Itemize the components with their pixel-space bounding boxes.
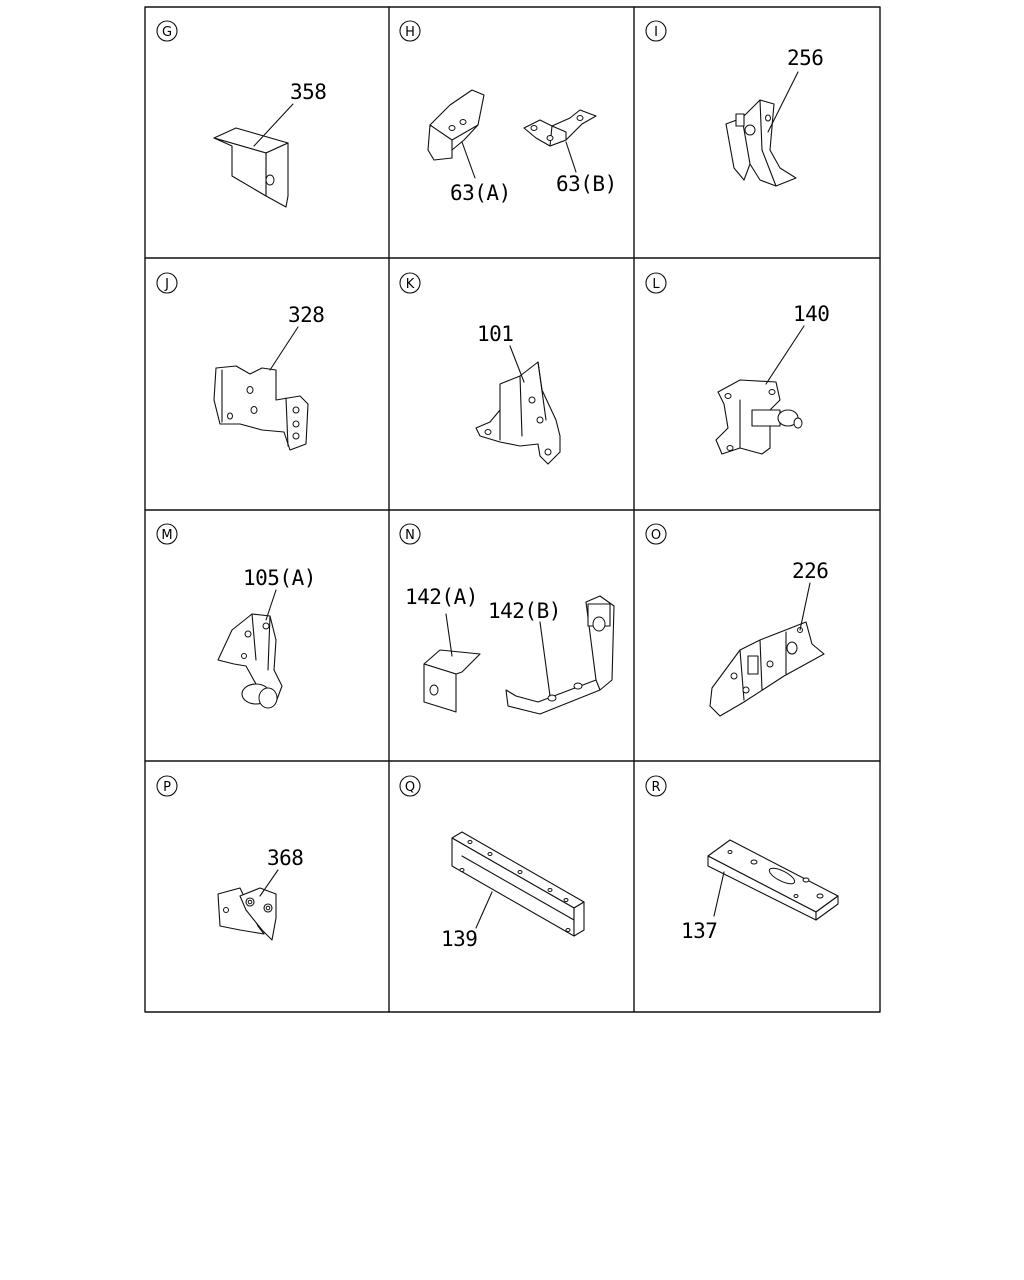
cell-letter-l: L — [645, 272, 667, 294]
leader-line-137 — [713, 871, 725, 917]
part-label-368: 368 — [267, 846, 303, 870]
part-101-bracket-drawing — [475, 361, 561, 465]
part-105a-bracket-drawing — [217, 613, 283, 709]
svg-text:J: J — [164, 277, 169, 292]
cell-letter-i: I — [645, 20, 667, 42]
leader-line-139 — [475, 891, 493, 929]
leader-line-328 — [269, 326, 299, 371]
leader-line-358 — [253, 103, 294, 147]
svg-text:N: N — [405, 528, 415, 543]
svg-text:Q: Q — [405, 780, 415, 795]
part-63a-bracket-drawing — [427, 89, 485, 161]
cell-letter-o: O — [645, 523, 667, 545]
svg-text:G: G — [162, 25, 172, 40]
svg-text:K: K — [406, 277, 415, 292]
cell-k: K 101 — [399, 272, 561, 465]
part-label-63b: 63(B) — [556, 172, 617, 196]
part-label-140: 140 — [793, 302, 829, 326]
part-137-crossmember-drawing — [707, 839, 839, 921]
part-label-142a: 142(A) — [405, 585, 478, 609]
part-63b-bracket-drawing — [523, 109, 597, 147]
leader-line-368 — [259, 869, 279, 897]
part-368-bracket-drawing — [217, 887, 277, 941]
part-label-256: 256 — [787, 46, 823, 70]
svg-text:I: I — [654, 25, 658, 40]
part-label-137: 137 — [681, 919, 717, 943]
cell-q: Q 139 — [399, 775, 585, 951]
part-label-358: 358 — [290, 80, 326, 104]
part-142b-bracket-drawing — [505, 595, 615, 715]
part-label-101: 101 — [477, 322, 513, 346]
leader-line-142b — [539, 621, 551, 697]
svg-text:M: M — [161, 528, 172, 543]
svg-text:P: P — [163, 780, 171, 795]
cell-l: L 140 — [645, 272, 830, 455]
leader-line-140 — [765, 325, 805, 385]
cell-n: N 142(A) 142(B) — [399, 523, 615, 715]
part-label-142b: 142(B) — [488, 599, 561, 623]
leader-line-63b — [565, 141, 577, 173]
leader-line-63a — [461, 141, 476, 179]
leader-line-256 — [767, 71, 799, 133]
part-label-63a: 63(A) — [450, 181, 511, 205]
part-142a-bracket-drawing — [423, 649, 481, 713]
cell-letter-q: Q — [399, 775, 421, 797]
cell-letter-j: J — [156, 272, 178, 294]
svg-text:O: O — [651, 528, 661, 543]
cell-letter-k: K — [399, 272, 421, 294]
cell-letter-m: M — [156, 523, 178, 545]
svg-text:L: L — [652, 277, 660, 292]
leader-line-142a — [445, 613, 453, 657]
part-label-139: 139 — [441, 927, 477, 951]
svg-text:R: R — [651, 780, 660, 795]
cell-o: O 226 — [645, 523, 829, 717]
leader-line-226 — [799, 582, 811, 631]
part-256-bracket-drawing — [725, 99, 797, 187]
grid-frame — [144, 6, 881, 1013]
leader-line-101 — [509, 345, 525, 383]
cell-letter-g: G — [156, 20, 178, 42]
part-226-bracket-drawing — [709, 621, 825, 717]
cell-p: P 368 — [156, 775, 304, 941]
part-358-bracket-drawing — [213, 127, 289, 208]
cell-letter-n: N — [399, 523, 421, 545]
svg-text:H: H — [405, 25, 415, 40]
part-label-226: 226 — [792, 559, 828, 583]
cell-g: G 358 — [156, 20, 327, 208]
part-328-bracket-drawing — [213, 365, 309, 451]
cell-m: M 105(A) — [156, 523, 316, 709]
part-139-crossmember-drawing — [451, 831, 585, 937]
cell-letter-p: P — [156, 775, 178, 797]
cell-i: I 256 — [645, 20, 824, 187]
part-label-105a: 105(A) — [243, 566, 316, 590]
part-140-bracket-drawing — [715, 379, 803, 455]
cell-r: R 137 — [645, 775, 839, 943]
part-label-328: 328 — [288, 303, 324, 327]
cell-h: H 63(A) 63(B) — [399, 20, 617, 205]
cell-letter-h: H — [399, 20, 421, 42]
leader-line-105a — [265, 589, 277, 621]
cell-letter-r: R — [645, 775, 667, 797]
cell-j: J 328 — [156, 272, 325, 451]
